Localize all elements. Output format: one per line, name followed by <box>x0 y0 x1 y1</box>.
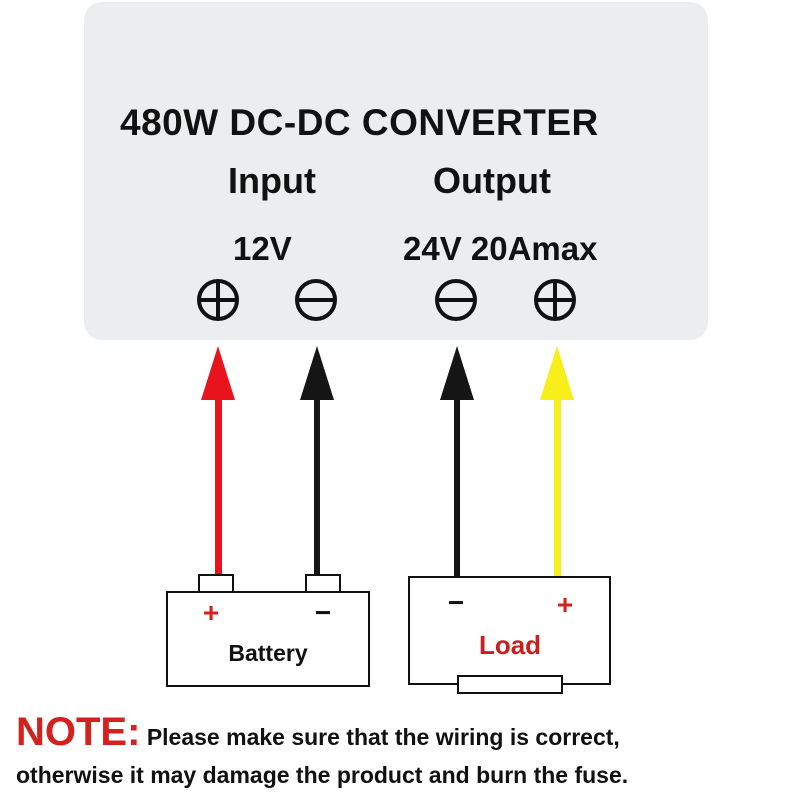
load-plus-sign: + <box>557 589 573 620</box>
input-label: Input <box>228 160 316 201</box>
input-negative-terminal-icon <box>295 279 337 321</box>
input-negative-wire <box>300 346 334 580</box>
note-line-2: otherwise it may damage the product and … <box>16 762 629 788</box>
battery-label: Battery <box>228 640 307 666</box>
input-positive-terminal-icon <box>197 279 239 321</box>
input-positive-wire <box>201 346 235 580</box>
load-label: Load <box>479 630 541 660</box>
output-negative-wire <box>440 346 474 580</box>
output-rating: 24V 20Amax <box>403 230 598 267</box>
warning-note: NOTE: Please make sure that the wiring i… <box>16 710 796 755</box>
converter-title: 480W DC-DC CONVERTER <box>120 102 599 143</box>
output-negative-terminal-icon <box>435 279 477 321</box>
note-line-1: Please make sure that the wiring is corr… <box>140 724 620 750</box>
output-positive-wire <box>540 346 574 580</box>
battery-minus-sign: − <box>315 597 331 628</box>
battery-plus-sign: + <box>203 597 219 628</box>
load-minus-sign: − <box>448 587 464 618</box>
load-symbol <box>408 576 611 694</box>
converter-panel <box>84 2 708 340</box>
input-voltage: 12V <box>233 230 292 267</box>
output-label: Output <box>433 160 551 201</box>
note-prefix: NOTE: <box>16 710 141 754</box>
battery-symbol <box>166 574 370 687</box>
output-positive-terminal-icon <box>534 279 576 321</box>
